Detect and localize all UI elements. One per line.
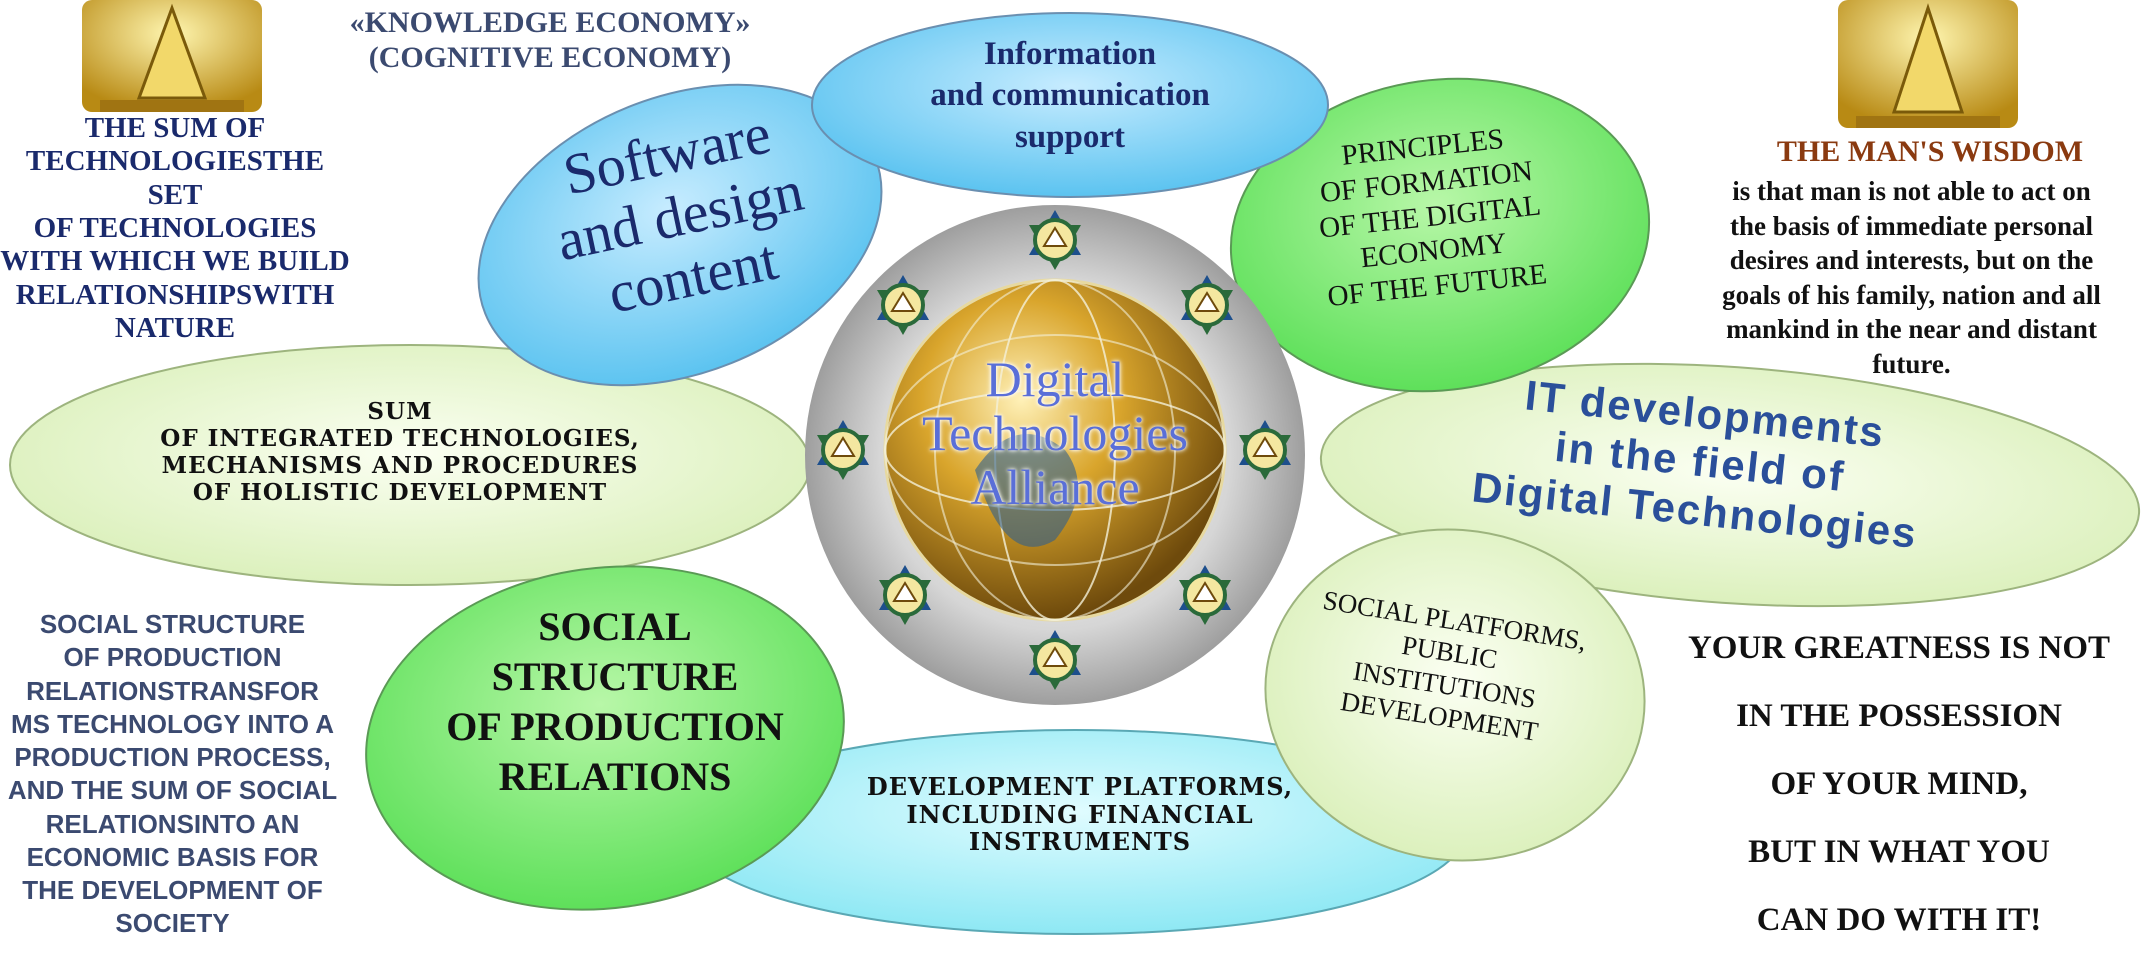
wisdom-text: is that man is not able to act on the ba… (1722, 176, 2101, 379)
petal-principles-label: PRINCIPLES OF FORMATION OF THE DIGITAL E… (1317, 122, 1549, 314)
petal-info (811, 12, 1329, 198)
globe-icon (883, 278, 1227, 622)
petal-development-label: DEVELOPMENT PLATFORMS, INCLUDING FINANCI… (866, 772, 1294, 857)
petal-principles (1229, 77, 1651, 393)
greatness-line: OF YOUR MIND, (1770, 766, 2028, 802)
greatness-line: YOUR GREATNESS IS NOT (1687, 630, 2111, 666)
knowledge-economy-title: «KNOWLEDGE ECONOMY» (COGNITIVE ECONOMY) (349, 6, 751, 74)
sum-of-technologies-text: THE SUM OF TECHNOLOGIESTHE SET OF TECHNO… (0, 112, 350, 345)
petal-social-label: SOCIAL STRUCTURE OF PRODUCTION RELATIONS (446, 604, 784, 799)
petal-info-label: Information and communication support (930, 36, 1210, 155)
emblem-icon-right (1838, 0, 2018, 128)
social-structure-text: SOCIAL STRUCTURE OF PRODUCTION RELATIONS… (7, 609, 338, 939)
greatness-line: BUT IN WHAT YOU (1748, 834, 2050, 870)
greatness-line: CAN DO WITH IT! (1756, 902, 2042, 938)
wisdom-title: THE MAN'S WISDOM (1776, 135, 2084, 168)
globe-label: Digital Technologies Alliance (922, 351, 1188, 515)
petal-social (365, 565, 845, 911)
diagram-canvas (9, 0, 2141, 935)
greatness-block: YOUR GREATNESS IS NOT IN THE POSSESSION … (1655, 630, 2143, 970)
petal-sum-label: SUM OF INTEGRATED TECHNOLOGIES, MECHANIS… (160, 398, 640, 507)
greatness-line: IN THE POSSESSION (1736, 698, 2062, 734)
petal-platforms (1264, 528, 1646, 862)
emblem-icon-left (82, 0, 262, 112)
